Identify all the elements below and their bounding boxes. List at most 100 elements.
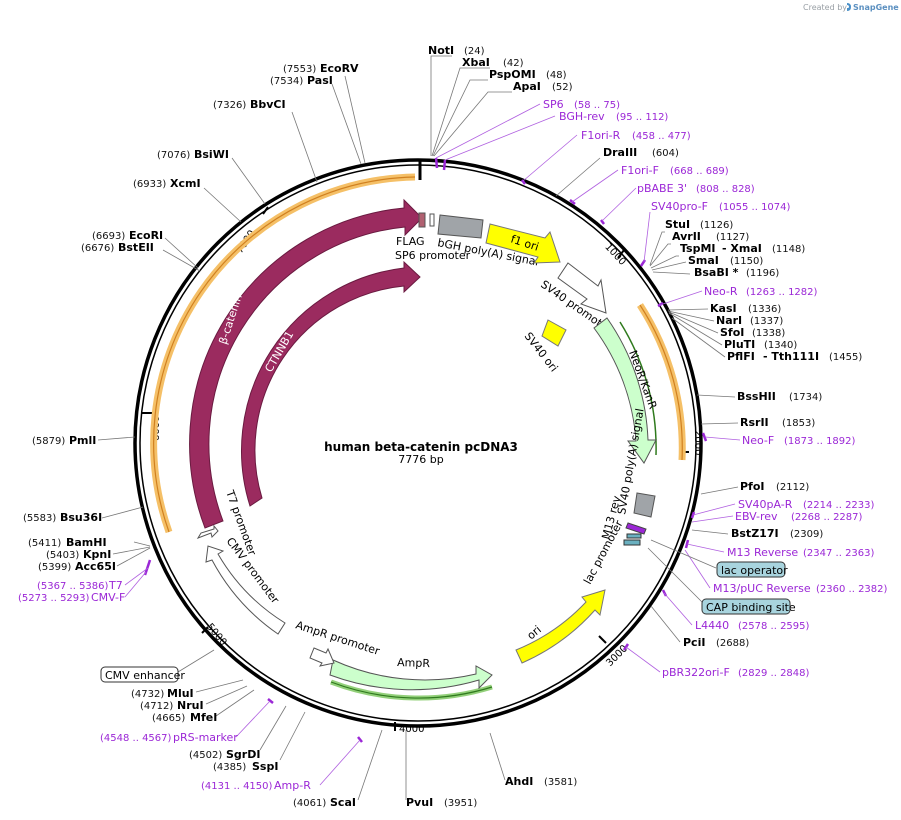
enzyme-apai-pos: (52) [552, 82, 573, 93]
primer-prs-marker: pRS-marker [173, 731, 238, 744]
feature-ctnnb1-arrow [241, 260, 421, 507]
enzyme-draiii: DraIII [603, 146, 637, 159]
enzyme-rsrii: RsrII [740, 416, 769, 429]
feature-sv40-ori-block [541, 319, 567, 347]
enzyme-ecori-pos: (6693) [92, 231, 125, 242]
primer-ebv-rev: EBV-rev [735, 510, 778, 523]
leader-cmv-enhancer [177, 649, 215, 673]
leader-kpni [112, 546, 151, 555]
enzyme-pmli-pos: (5879) [32, 436, 65, 447]
feature-t7-promoter-mark [196, 524, 219, 539]
primer-bgh-rev: BGH-rev [559, 110, 605, 123]
enzyme-bsabi-pos: (1196) [746, 268, 779, 279]
primer-sp6-range: (58 .. 75) [574, 100, 620, 111]
enzyme-xcmi: XcmI [170, 177, 201, 190]
leader-sp6 [435, 103, 541, 159]
leader-m13-reverse [686, 543, 725, 553]
leader-nari [667, 310, 715, 322]
enzyme-smai-pos: (1150) [730, 256, 763, 267]
primer-bgh-rev-range: (95 .. 112) [616, 112, 668, 123]
enzyme-nrui-pos: (4712) [140, 701, 173, 712]
enzyme-mfei: MfeI [190, 711, 217, 724]
map-title: human beta-catenin pcDNA3 [324, 440, 518, 454]
credit-prefix: Created by [803, 3, 847, 12]
primer-amp-r: Amp-R [274, 779, 311, 792]
leader-pmli [97, 436, 136, 441]
leader-tspmi [650, 255, 679, 269]
lac-operator-box [716, 561, 786, 578]
tick-label-4000: 4000 [399, 724, 424, 735]
enzyme-bamhi-pos: (5411) [28, 538, 61, 549]
feature-f1-ori-arrow [485, 223, 561, 264]
primer-pbr322ori-f-range: (2829 .. 2848) [738, 668, 810, 679]
enzyme-avrii: AvrII [672, 230, 701, 243]
enzyme-bsabi: BsaBI * [694, 266, 739, 279]
orf-neo-line [639, 304, 683, 461]
enzyme-kpni-pos: (5403) [46, 550, 79, 561]
feature-sp6-label: SP6 promoter [395, 249, 471, 262]
enzyme-bsshii: BssHII [737, 390, 776, 403]
tick-7000 [262, 206, 269, 215]
enzyme-bsiwi: BsiWI [194, 148, 229, 161]
primer-neo-f: Neo-F [742, 434, 774, 447]
enzyme-tth111i: - Tth111I [763, 350, 819, 363]
primer-f1ori-r: F1ori-R [581, 129, 621, 142]
enzyme-nari: NarI [716, 314, 742, 327]
leader-mlui [195, 679, 244, 693]
leader-bgh-rev [444, 115, 556, 161]
primer-amp-r-range: (4131 .. 4150) [201, 781, 273, 792]
primer-neo-r-range: (1263 .. 1282) [746, 287, 818, 298]
enzyme-pvui: PvuI [406, 796, 433, 809]
enzyme-xbai: XbaI [462, 56, 490, 69]
enzyme-smai: SmaI [688, 254, 719, 267]
primer-sp6: SP6 [543, 98, 564, 111]
cap-binding-site-label: CAP binding site [706, 601, 796, 614]
feature-ampr-promoter-label: AmpR promoter [294, 618, 382, 658]
leader-bsabi [652, 271, 691, 275]
feature-bgh-block [437, 214, 484, 239]
enzyme-bsteii-pos: (6676) [81, 243, 114, 254]
leader-bsteii [162, 249, 201, 272]
leader-ecorv [344, 75, 366, 164]
primer-mark-sp6 [434, 157, 439, 169]
primer-sv40pa-r-range: (2214 .. 2233) [803, 500, 875, 511]
leader-amp-r [319, 739, 361, 786]
enzyme-sfoi: SfoI [720, 326, 744, 339]
enzyme-stui-pos: (1126) [700, 220, 733, 231]
backbone-inner-strand [139, 164, 697, 722]
leader-stui [649, 231, 665, 266]
enzyme-sgrdi: SgrDI [226, 748, 260, 761]
primer-labels: SP6 (58 .. 75) BGH-rev (95 .. 112) F1ori… [18, 98, 888, 792]
leader-smai [651, 261, 687, 271]
enzyme-sspi: SspI [252, 760, 278, 773]
primer-ebv-rev-range: (2268 .. 2287) [791, 512, 863, 523]
tick-3000 [598, 635, 607, 644]
lac-operator-label: lac operator [721, 564, 788, 577]
boxed-feature-labels: lac operator CAP binding site CMV enhanc… [100, 561, 796, 683]
tick-1000 [617, 249, 625, 259]
leader-neo-f [704, 436, 741, 441]
enzyme-acc65i: Acc65I [75, 560, 116, 573]
enzyme-nrui: NruI [177, 699, 204, 712]
enzyme-nari-pos: (1337) [750, 316, 783, 327]
primer-leader-lines [124, 103, 741, 786]
leader-ebv-rev [691, 515, 734, 523]
enzyme-stui: StuI [665, 218, 690, 231]
primer-l4440: L4440 [695, 619, 729, 632]
leader-pbabe3 [601, 187, 637, 222]
enzyme-ecorv: EcoRV [320, 62, 359, 75]
enzyme-bsu36i: Bsu36I [60, 511, 102, 524]
leader-sspi [279, 711, 306, 761]
primer-mark-pbabe3 [600, 219, 605, 225]
enzyme-pcii-pos: (2688) [716, 638, 749, 649]
primer-neo-f-range: (1873 .. 1892) [784, 436, 856, 447]
primer-m13-reverse-range: (2347 .. 2363) [803, 548, 875, 559]
primer-cmv-f: CMV-F [91, 591, 125, 604]
enzyme-tth111i-pos: (1455) [829, 352, 862, 363]
leader-bsiwi [231, 157, 266, 205]
primer-pbabe3: pBABE 3' [637, 182, 687, 195]
enzyme-scai-pos: (4061) [293, 798, 326, 809]
enzyme-mfei-pos: (4665) [152, 713, 185, 724]
primer-mark-prs-marker [267, 698, 274, 704]
